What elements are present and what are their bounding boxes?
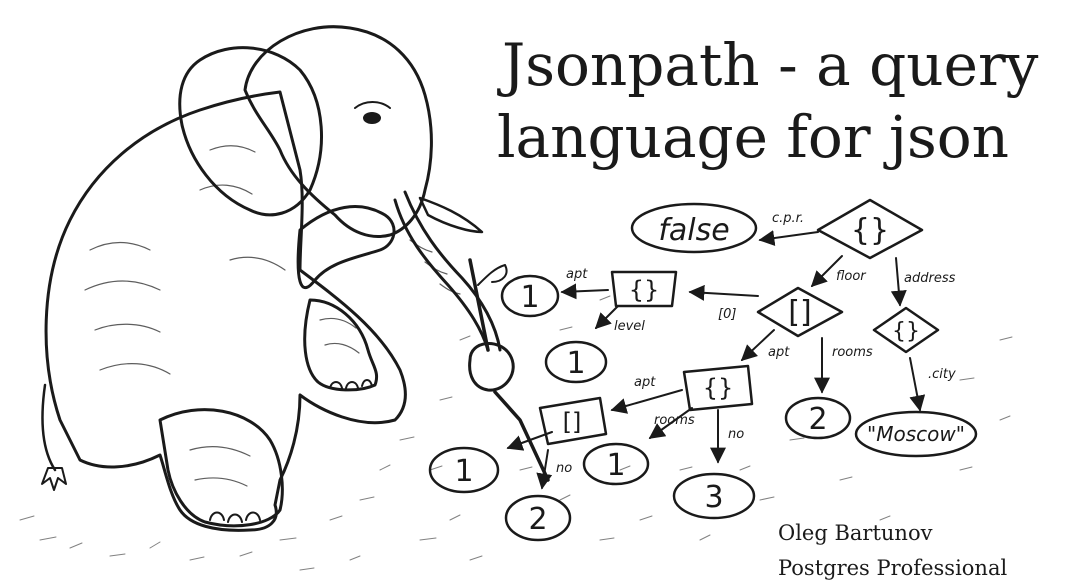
svg-text:1: 1 bbox=[566, 346, 585, 381]
node-rooms-value-2: 2 bbox=[784, 396, 852, 440]
node-level-value-1: 1 bbox=[544, 340, 608, 384]
node-array-value-2: 2 bbox=[504, 494, 572, 542]
edge-apt-left-to-level bbox=[594, 305, 619, 330]
edge-apt-mid-to-array bbox=[610, 389, 683, 414]
edge-label-index: [0] bbox=[718, 307, 736, 322]
edge-label-floor: floor bbox=[836, 269, 867, 284]
elephant-tail bbox=[41, 383, 57, 472]
node-array-value-1: 1 bbox=[428, 446, 500, 494]
svg-text:1: 1 bbox=[520, 280, 539, 315]
edge-label-apt-low: apt bbox=[634, 375, 656, 390]
author-organization: Postgres Professional bbox=[778, 556, 1008, 580]
elephant-arm bbox=[296, 205, 396, 289]
svg-text:2: 2 bbox=[528, 502, 547, 537]
node-apt-array: [] bbox=[538, 396, 608, 446]
edge-label-no-low: no bbox=[556, 461, 572, 476]
author-name: Oleg Bartunov bbox=[778, 521, 933, 545]
edge-label-apt-mid: apt bbox=[768, 345, 790, 360]
edge-apt-left-to-1 bbox=[560, 283, 609, 300]
edge-label-address: address bbox=[904, 271, 956, 286]
svg-text:2: 2 bbox=[808, 402, 827, 437]
edge-floor-to-apt-mid bbox=[740, 329, 775, 362]
node-apt-value-1: 1 bbox=[500, 274, 560, 318]
ground-hatching bbox=[19, 295, 1013, 571]
edge-label-apt-top: apt bbox=[566, 267, 588, 282]
node-root-object: {} bbox=[816, 198, 924, 260]
edge-label-level: level bbox=[614, 319, 645, 334]
svg-text:false: false bbox=[658, 213, 729, 248]
svg-text:1: 1 bbox=[606, 448, 625, 483]
svg-text:[]: [] bbox=[788, 295, 811, 330]
edge-array-to-2 bbox=[536, 449, 553, 490]
tree-edges bbox=[506, 230, 926, 490]
svg-text:{}: {} bbox=[629, 276, 660, 304]
title-line-2: language for json bbox=[497, 103, 1010, 171]
node-false-value: false bbox=[630, 202, 758, 254]
node-rooms-value-1: 1 bbox=[582, 442, 650, 486]
node-apt-object-left: {} bbox=[610, 270, 678, 308]
pencil-twig bbox=[468, 258, 550, 482]
elephant-trunk bbox=[393, 190, 502, 352]
svg-text:{}: {} bbox=[851, 213, 889, 248]
elephant-hind-leg bbox=[158, 408, 284, 528]
edge-label-city: .city bbox=[928, 367, 956, 382]
edge-root-to-false bbox=[758, 230, 819, 246]
elephant-head bbox=[243, 25, 433, 238]
elephant-eye bbox=[363, 112, 381, 124]
title-line-1: Jsonpath - a query bbox=[502, 31, 1039, 99]
node-no-value-3: 3 bbox=[672, 472, 756, 520]
elephant-tusk bbox=[418, 196, 484, 234]
node-city-value: "Moscow" bbox=[854, 410, 978, 458]
edge-root-to-address bbox=[890, 257, 907, 307]
svg-text:"Moscow": "Moscow" bbox=[867, 422, 965, 446]
elephant-illustration bbox=[19, 25, 1013, 571]
edge-label-no-mid: no bbox=[728, 427, 744, 442]
elephant-ear bbox=[178, 46, 323, 217]
elephant-front-leg bbox=[303, 298, 379, 392]
svg-text:3: 3 bbox=[704, 480, 723, 515]
node-apt-object-mid: {} bbox=[682, 364, 754, 412]
edge-apt-mid-to-rooms bbox=[648, 407, 693, 439]
json-tree-diagram: c.p.r. floor address [0] .city apt level… bbox=[428, 198, 978, 542]
svg-text:1: 1 bbox=[454, 454, 473, 489]
edge-address-to-city bbox=[909, 357, 926, 412]
svg-text:{}: {} bbox=[703, 374, 734, 402]
elephant-body bbox=[44, 90, 407, 532]
svg-text:[]: [] bbox=[563, 408, 582, 436]
edge-label-rooms: rooms bbox=[832, 345, 873, 360]
edge-floor-to-apt-left bbox=[688, 284, 759, 301]
node-floor-array: [] bbox=[756, 286, 844, 338]
edge-root-to-floor bbox=[810, 255, 843, 288]
edge-label-rooms-low: rooms bbox=[654, 413, 695, 428]
node-address-object: {} bbox=[872, 306, 940, 354]
svg-text:{}: {} bbox=[892, 319, 920, 344]
edge-label-cpr: c.p.r. bbox=[772, 211, 804, 226]
